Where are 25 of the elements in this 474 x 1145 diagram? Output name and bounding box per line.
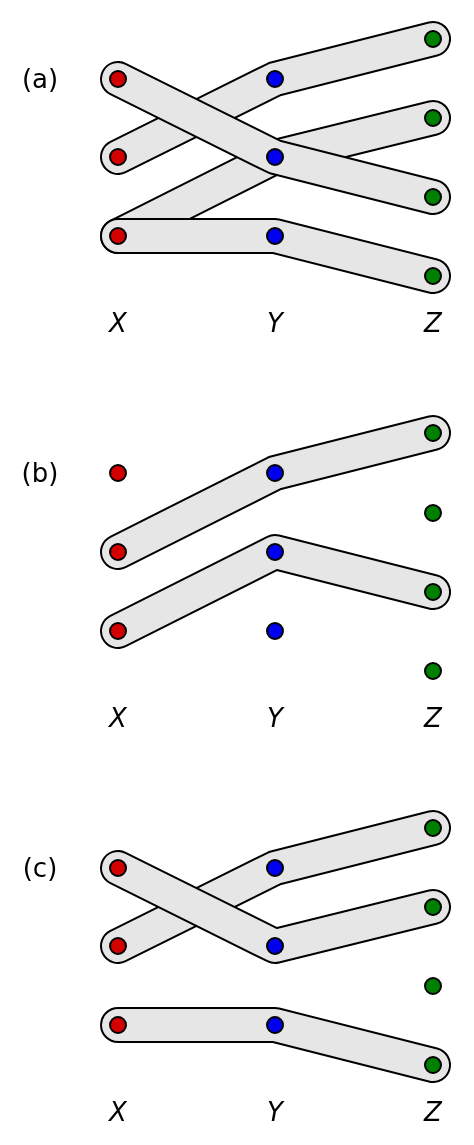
hyperedge-band — [100, 21, 451, 175]
column-label: Z — [424, 1097, 442, 1127]
hyperedge-band — [100, 415, 451, 570]
hyperedge-band — [100, 61, 451, 215]
column-label: Z — [424, 703, 442, 733]
hyperedge-band — [100, 218, 451, 294]
vertex-dot — [424, 977, 442, 995]
hyperedge-band — [100, 534, 451, 649]
vertex-dot — [109, 464, 127, 482]
vertex-dot — [424, 504, 442, 522]
column-label: Y — [267, 308, 283, 338]
hyperedge-band — [100, 1007, 451, 1083]
column-label: Z — [424, 308, 442, 338]
panel-label: (a) — [21, 64, 59, 94]
hyperedge-band — [100, 850, 451, 964]
vertex-dot — [266, 622, 284, 640]
column-label: X — [109, 703, 127, 733]
column-label: Y — [267, 1097, 283, 1127]
panel-label: (b) — [21, 458, 59, 488]
hyperedge-band — [100, 810, 451, 964]
column-label: X — [109, 308, 127, 338]
column-label: X — [109, 1097, 127, 1127]
panel-label: (c) — [22, 853, 58, 883]
vertex-dot — [424, 662, 442, 680]
column-label: Y — [267, 703, 283, 733]
